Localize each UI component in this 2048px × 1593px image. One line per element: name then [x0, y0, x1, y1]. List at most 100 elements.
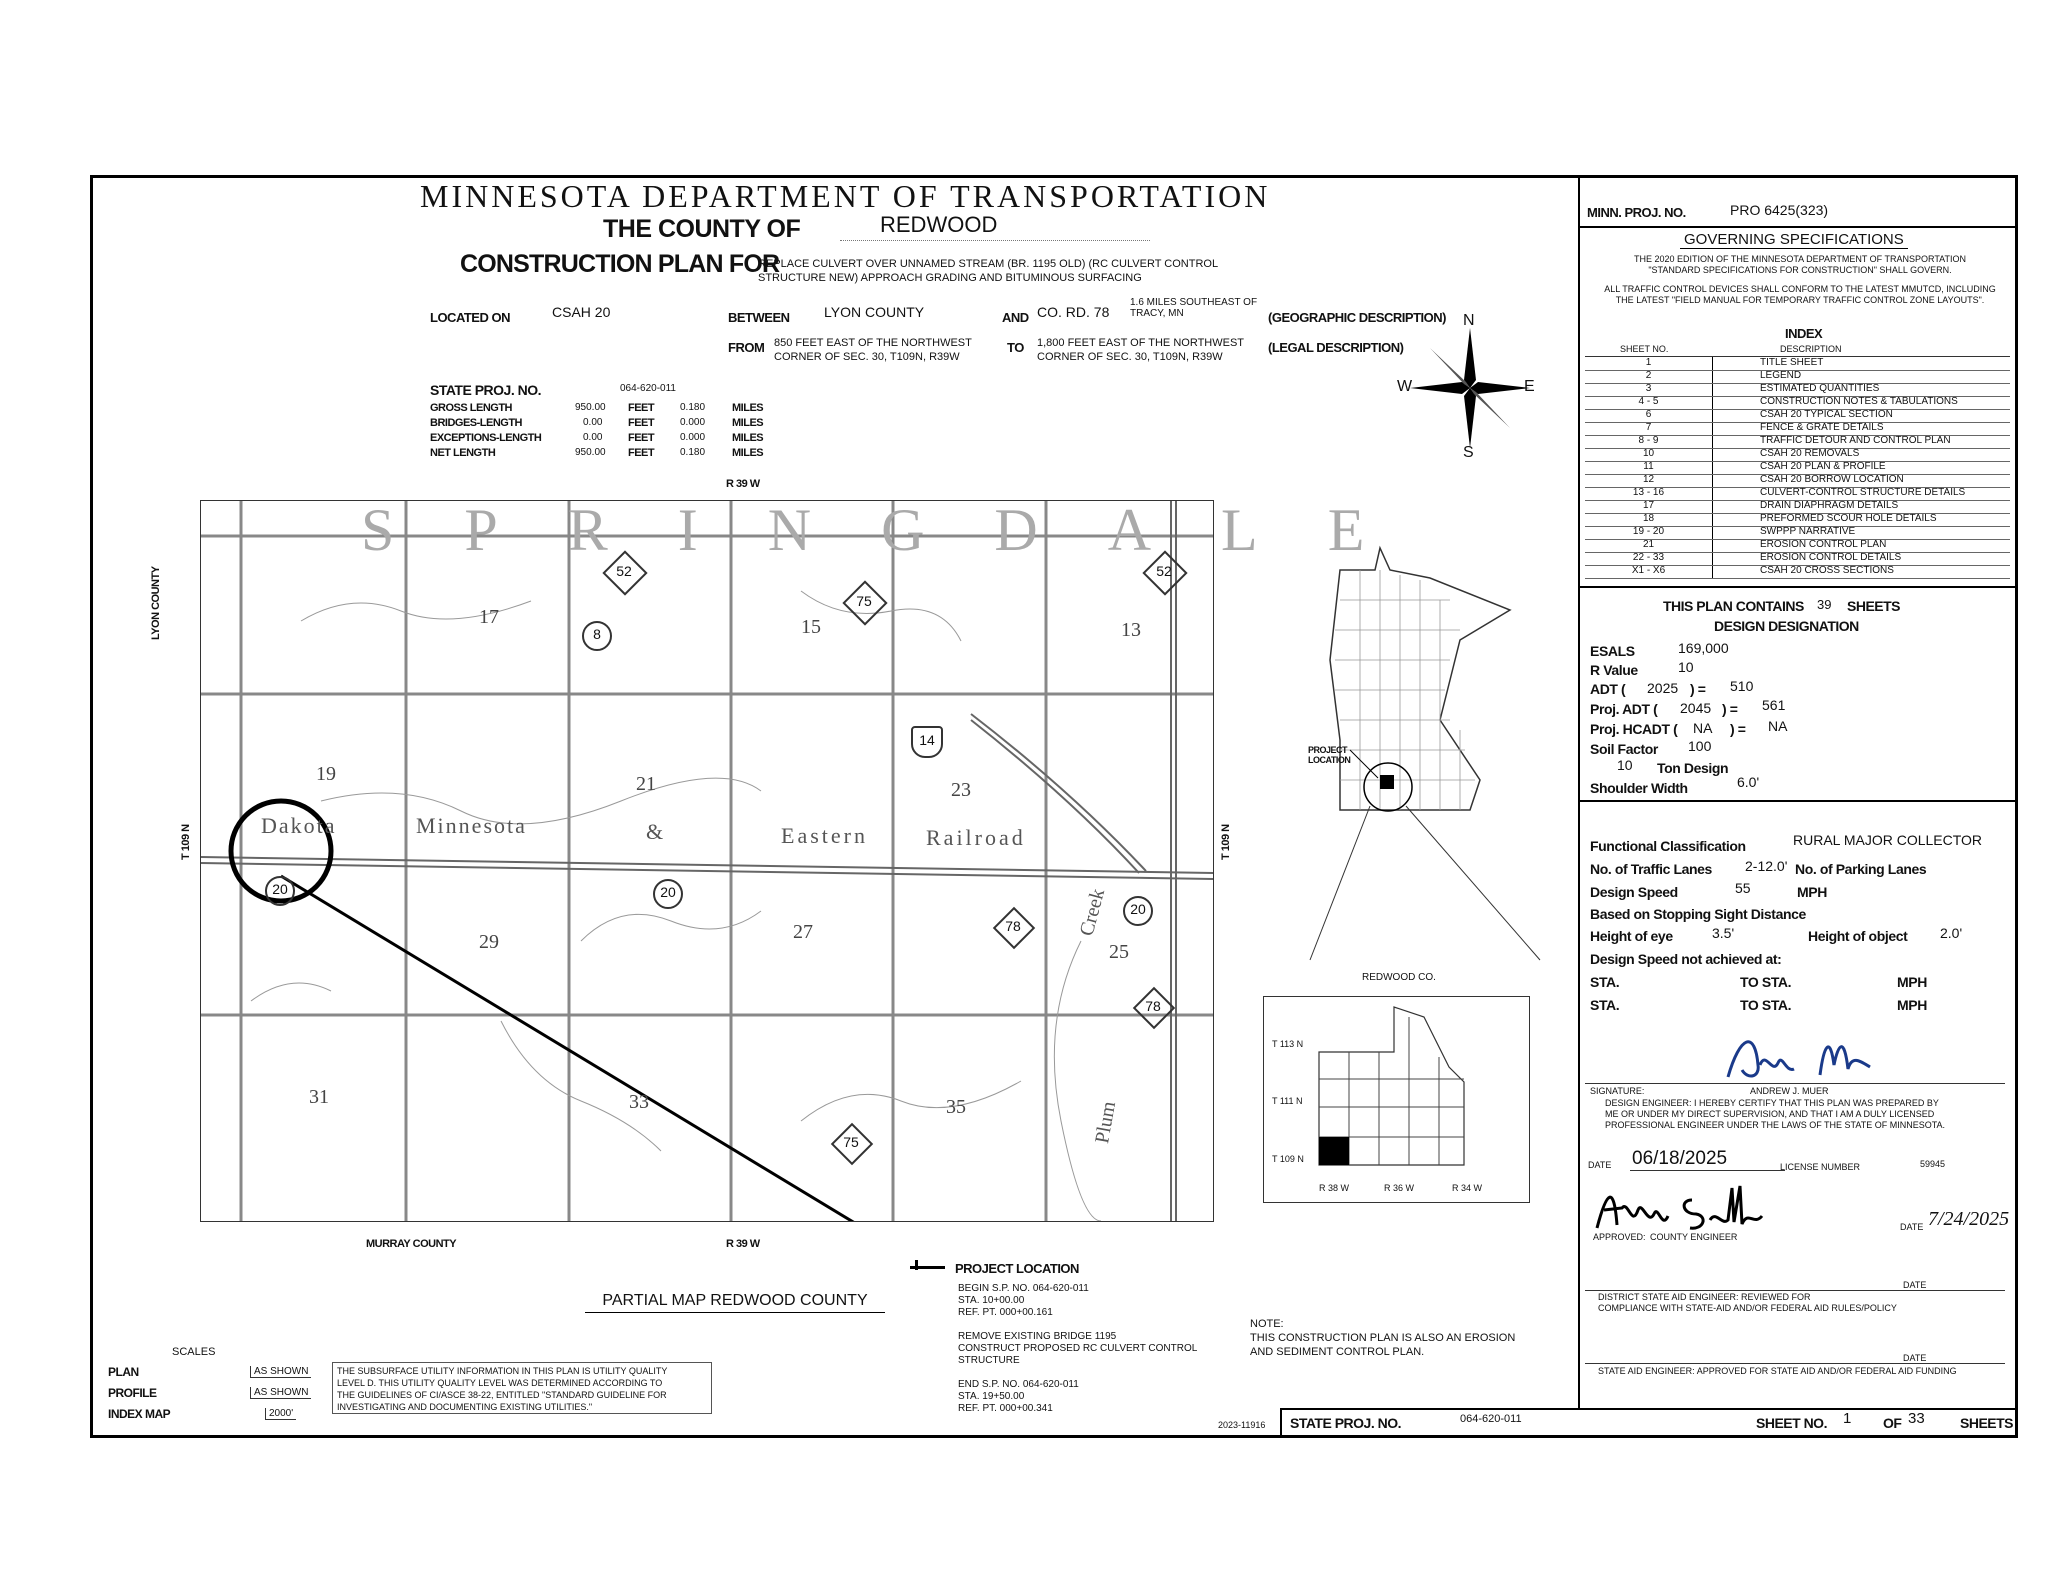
county-engineer-signature: [1595, 1185, 1764, 1230]
route-number: 20: [1130, 901, 1146, 917]
plan-desc-2: STRUCTURE NEW) APPROACH GRADING AND BITU…: [758, 272, 1142, 284]
signature-line: [1585, 1083, 2005, 1084]
dsae-block: DISTRICT STATE AID ENGINEER: REVIEWED FO…: [1598, 1292, 1897, 1314]
object-height-label: Height of object: [1808, 928, 1908, 944]
gov-line: THE 2020 EDITION OF THE MINNESOTA DEPART…: [1633, 254, 1967, 264]
county-bottom: MURRAY COUNTY: [366, 1238, 457, 1250]
note-line: AND SEDIMENT CONTROL PLAN.: [1250, 1346, 1425, 1358]
approved-date-label: DATE: [1900, 1222, 1924, 1232]
scale-value: 2000': [265, 1408, 297, 1420]
county-name: REDWOOD: [880, 212, 998, 237]
section-number: 19: [316, 763, 336, 785]
section-number: 31: [309, 1086, 329, 1108]
design-speed-unit: MPH: [1797, 884, 1827, 900]
inset-twp: T 111 N: [1272, 1096, 1303, 1106]
index-sheet-no: 4 - 5: [1638, 396, 1659, 407]
soil-factor-value: 100: [1688, 738, 1712, 754]
index-description: DRAIN DIAPHRAGM DETAILS: [1760, 500, 1899, 511]
index-description: EROSION CONTROL PLAN: [1760, 539, 1887, 550]
drawing-number: 2023-11916: [1218, 1420, 1266, 1430]
license-number: 59945: [1920, 1159, 1946, 1169]
gov-line: "STANDARD SPECIFICATIONS FOR CONSTRUCTIO…: [1648, 265, 1952, 275]
index-sheet-no: 2: [1645, 370, 1652, 381]
project-location-title: PROJECT LOCATION: [955, 1261, 1079, 1276]
footer-sheets-label: SHEETS: [1960, 1415, 2014, 1431]
route-shield-icon: [265, 876, 295, 906]
remove-line: CONSTRUCT PROPOSED RC CULVERT CONTROL: [958, 1343, 1198, 1354]
route-shield-icon: [911, 726, 943, 758]
signature-label: SIGNATURE:: [1590, 1086, 1645, 1096]
gov-line: THE LATEST "FIELD MANUAL FOR TEMPORARY T…: [1615, 295, 1985, 305]
mph-label: MPH: [1897, 974, 1927, 990]
begin-sp: BEGIN S.P. NO. 064-620-011: [958, 1283, 1089, 1294]
range-bottom: R 39 W: [726, 1238, 760, 1250]
section-number: 21: [636, 773, 656, 795]
state-proj-label: STATE PROJ. NO.: [430, 382, 542, 398]
leader-line: [915, 1260, 928, 1270]
state-locator-map: [1309, 545, 1541, 961]
scale-label: PLAN: [108, 1365, 139, 1379]
compass-n: N: [1463, 312, 1475, 329]
length-row: GROSS LENGTH 950.00 FEET 0.180 MILES: [430, 402, 764, 414]
route-number: 75: [843, 1134, 859, 1150]
footer-left-rule: [1280, 1408, 1282, 1438]
adt-value: 510: [1730, 678, 1754, 694]
minn-proj-no: PRO 6425(323): [1730, 202, 1829, 218]
route-shield-icon: [653, 879, 683, 909]
index-sheet-no: 3: [1645, 383, 1652, 394]
length-row: BRIDGES-LENGTH 0.00 FEET 0.000 MILES: [430, 417, 764, 429]
index-description: TITLE SHEET: [1760, 357, 1824, 368]
inset-range: R 34 W: [1452, 1183, 1483, 1193]
proj-hcadt-year: NA: [1693, 720, 1713, 736]
index-description: EROSION CONTROL DETAILS: [1760, 552, 1902, 563]
to-line-2: CORNER OF SEC. 30, T109N, R39W: [1037, 351, 1223, 363]
end-block: END S.P. NO. 064-620-011 STA. 19+50.00 R…: [958, 1379, 1079, 1415]
ton-design-value: 10: [1617, 757, 1633, 773]
plan-sheet-border: [90, 175, 2018, 1438]
utility-note: THE SUBSURFACE UTILITY INFORMATION IN TH…: [332, 1362, 712, 1414]
inset-range: R 38 W: [1319, 1183, 1350, 1193]
index-description: FENCE & GRATE DETAILS: [1760, 422, 1884, 433]
license-label: LICENSE NUMBER: [1780, 1162, 1861, 1172]
section-number: 15: [801, 616, 821, 638]
between-value: LYON COUNTY: [824, 304, 925, 320]
index-sheet-no: 19 - 20: [1632, 526, 1665, 537]
engineer-signature: [1726, 1040, 1871, 1078]
and-value: CO. RD. 78: [1037, 304, 1110, 320]
end-ref: REF. PT. 000+00.341: [958, 1403, 1053, 1414]
inset-county-label: REDWOOD CO.: [1362, 972, 1436, 983]
agency-title: MINNESOTA DEPARTMENT OF TRANSPORTATION: [420, 178, 1271, 214]
railroad-label: Dakota: [261, 813, 337, 838]
dsae-date-label: DATE: [1903, 1280, 1927, 1290]
sae-date-label: DATE: [1903, 1353, 1927, 1363]
gov-spec-title: GOVERNING SPECIFICATIONS: [1680, 231, 1908, 249]
index-header-rule: [1585, 356, 2010, 357]
route-shield-icon: [582, 621, 612, 651]
footer-sheet-no: 1: [1843, 1410, 1852, 1427]
railroad-label: Eastern: [781, 823, 868, 848]
length-row: EXCEPTIONS-LENGTH 0.00 FEET 0.000 MILES: [430, 432, 764, 444]
and-label: AND: [1002, 310, 1029, 325]
approved-date: 7/24/2025: [1928, 1208, 2010, 1230]
geo-desc-label: (GEOGRAPHIC DESCRIPTION): [1268, 310, 1446, 325]
index-desc-header: DESCRIPTION: [1780, 344, 1842, 354]
county-engineer-label: COUNTY ENGINEER: [1650, 1232, 1738, 1242]
footer-divider: [1280, 1408, 2018, 1410]
state-proj-no: 064-620-011: [620, 383, 676, 394]
adt-eq: ) =: [1690, 681, 1706, 697]
inset-twp: T 109 N: [1272, 1154, 1304, 1164]
index-sheet-no: 18: [1642, 513, 1655, 524]
func-class-label: Functional Classification: [1590, 838, 1746, 854]
proj-adt-eq: ) =: [1722, 701, 1738, 717]
route-number: 20: [660, 884, 676, 900]
route-number: 14: [919, 732, 935, 748]
date-line: [1630, 1170, 1785, 1171]
design-speed-label: Design Speed: [1590, 884, 1678, 900]
length-row: NET LENGTH 950.00 FEET 0.180 MILES: [430, 447, 764, 459]
